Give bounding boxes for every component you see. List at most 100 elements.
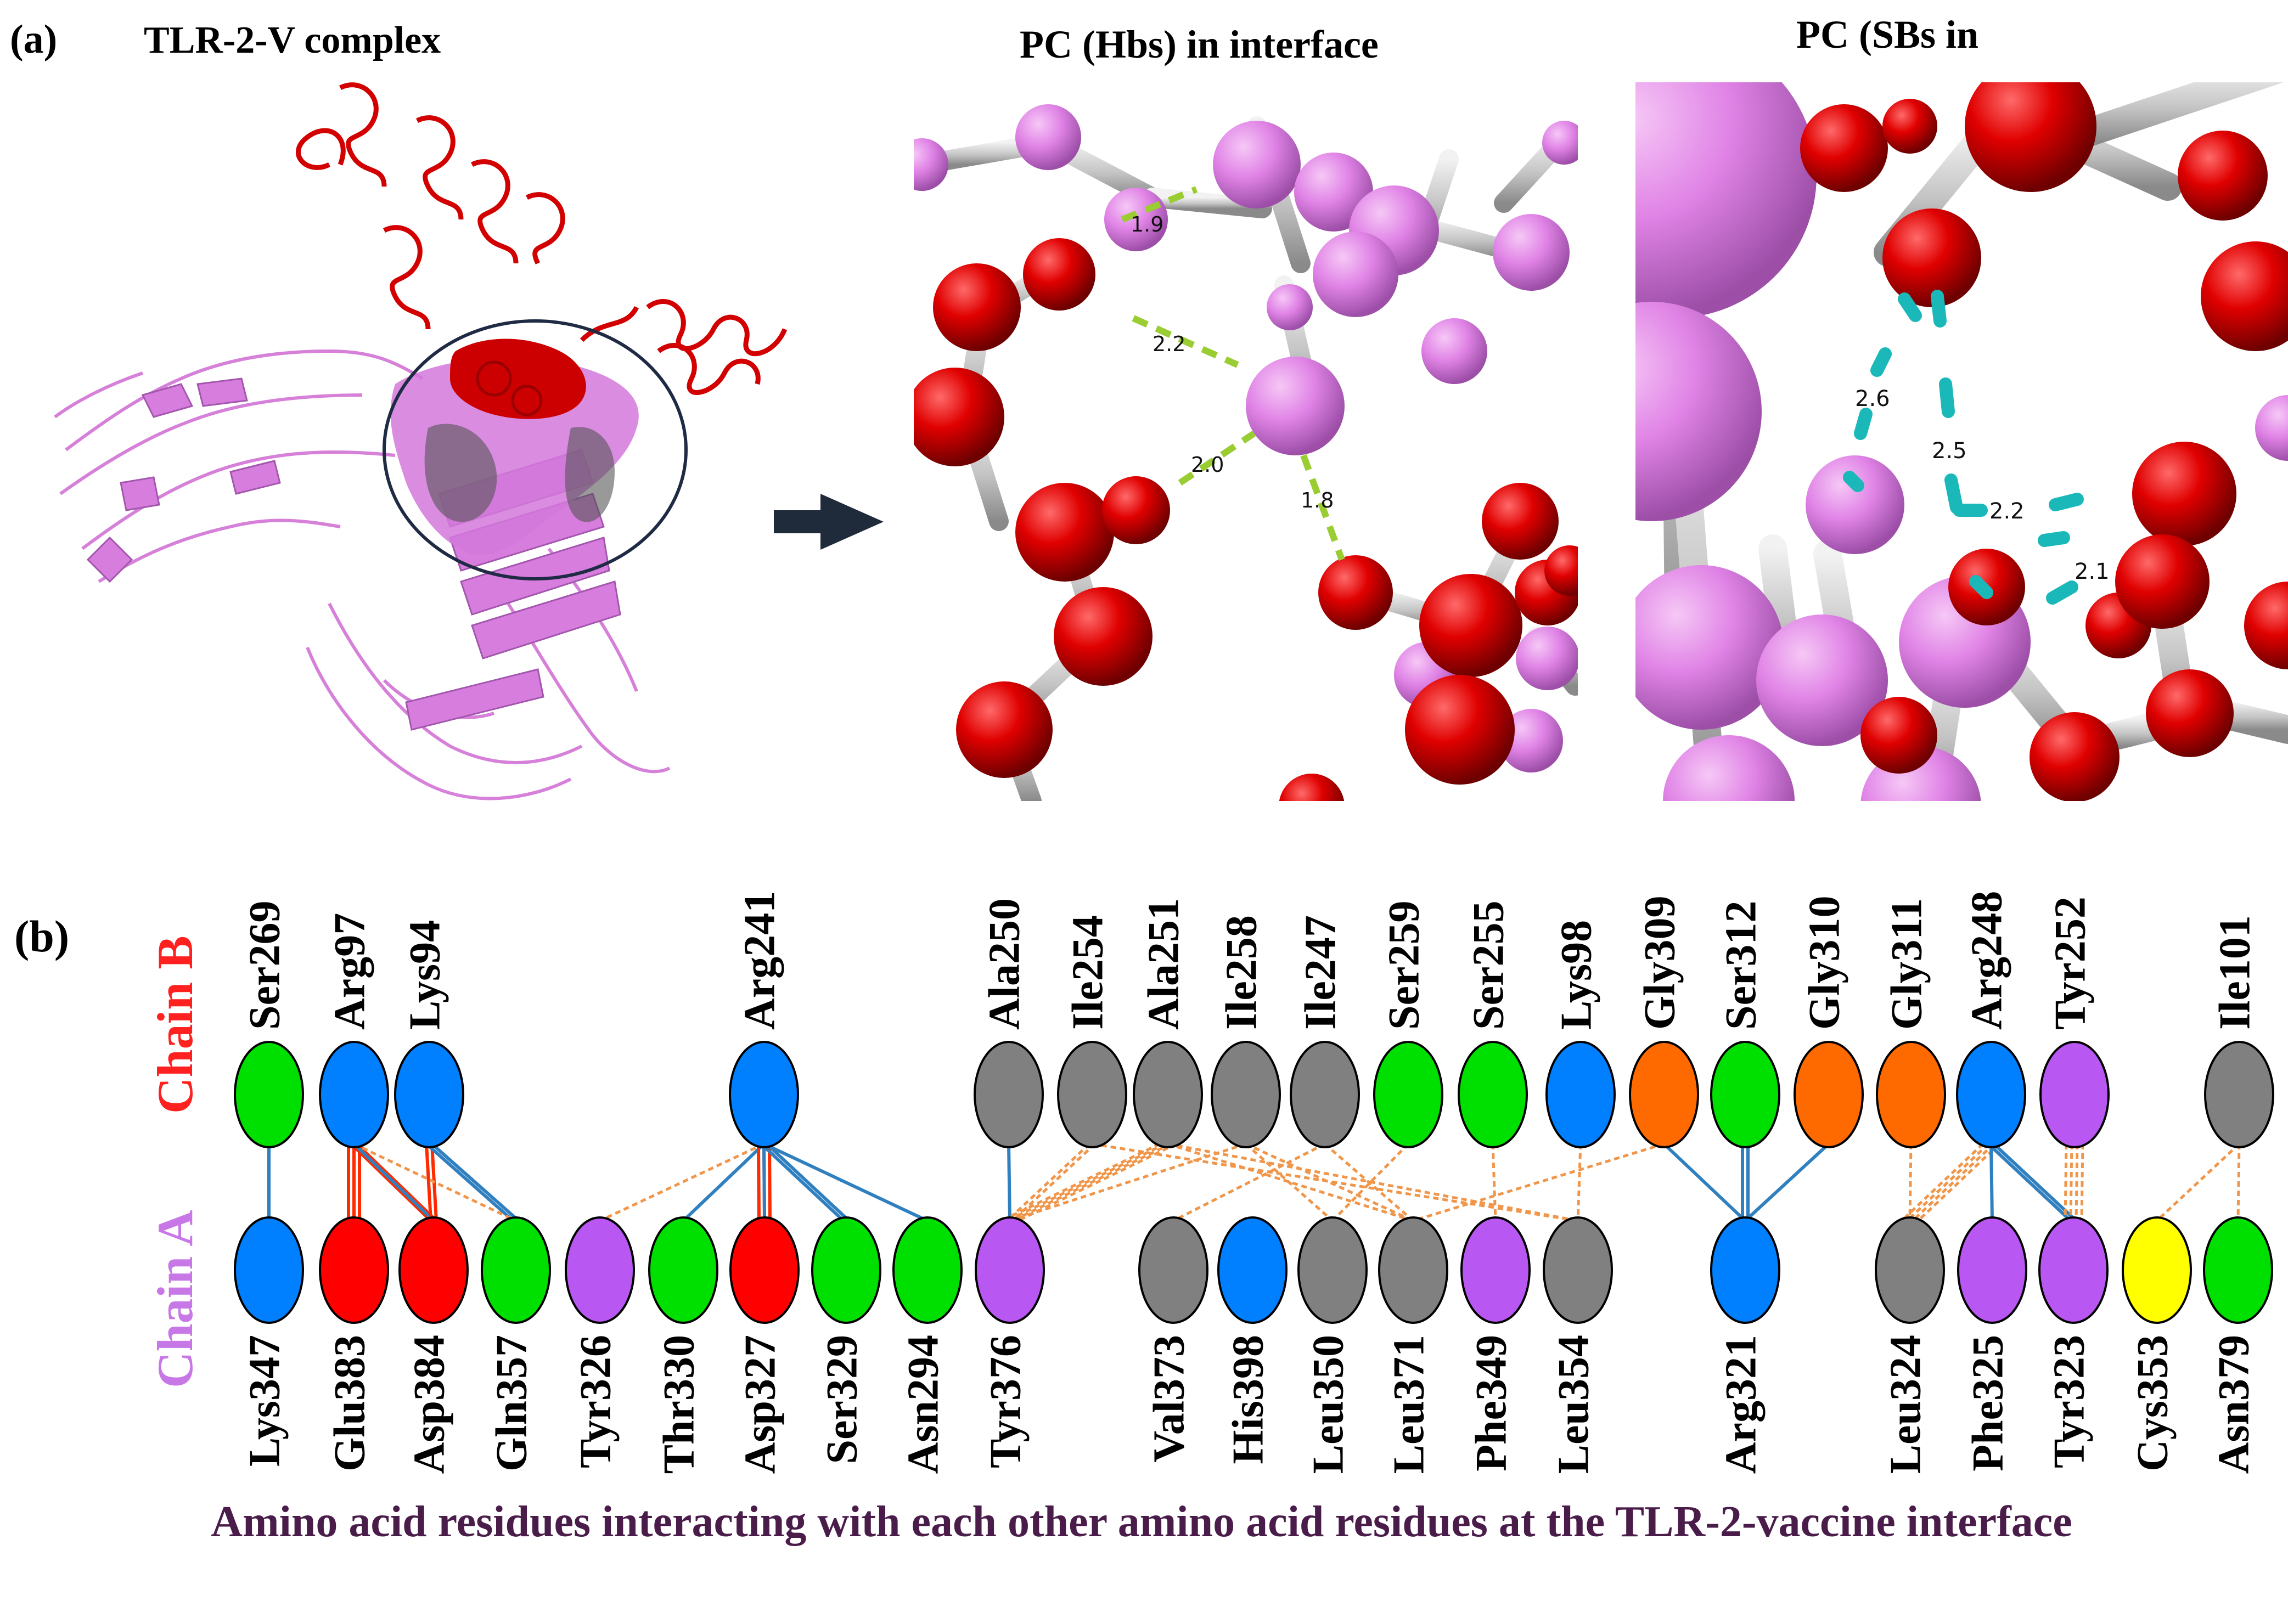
nonbonded-link (1009, 1142, 1246, 1222)
chain-a-label: Chain A (147, 1210, 203, 1388)
chain-a-residue-node (1875, 1216, 1945, 1324)
chain-b-residue-node (1710, 1041, 1780, 1148)
nonbonded-link (1906, 1143, 1989, 1222)
panel-a-label: (a) (10, 17, 58, 62)
hbond-link (1992, 1142, 2078, 1222)
saltbridge-link (355, 1142, 438, 1222)
chain-a-residue-label: Thr330 (655, 1335, 703, 1474)
chain-a-residue-label: Asp327 (736, 1335, 784, 1474)
figure-caption: Amino acid residues interacting with eac… (211, 1498, 2072, 1546)
residue-nodes (234, 1041, 2274, 1324)
chain-a-residue-node (565, 1216, 635, 1324)
nonbonded-link (1901, 1143, 1984, 1222)
nonbonded-link (1917, 1143, 2000, 1222)
chain-a-residue-label: Tyr323 (2045, 1335, 2093, 1468)
chain-a-residue-node (892, 1216, 963, 1324)
chain-b-residue-label: Ser255 (1464, 900, 1513, 1030)
hbond-link (682, 1142, 766, 1222)
chain-b-residue-node (394, 1041, 464, 1148)
panel-a-graphics: 1.9 2.2 2.0 1.8 (54, 82, 2288, 801)
hbond-link (431, 1142, 520, 1222)
complex-title: TLR-2-V complex (144, 19, 441, 61)
sbs-panel-title: PC (SBs in (1796, 13, 1979, 57)
chain-b-residue-label: Arg248 (1963, 891, 2011, 1030)
hbs-panel-title: PC (Hbs) in interface (1020, 22, 1379, 66)
chain-b-residue-node (1794, 1041, 1864, 1148)
panel-b-label: (b) (14, 911, 70, 961)
chain-b-residue-node (1458, 1041, 1528, 1148)
hbond-link (1007, 1143, 1011, 1221)
chain-b-residue-node (1956, 1041, 2026, 1148)
chain-a-residue-node (319, 1216, 389, 1324)
hbond-link (1987, 1142, 2072, 1222)
nonbonded-link (1413, 1142, 1665, 1222)
nonbonded-link (1912, 1143, 1995, 1222)
nonbonded-link (1000, 1142, 1161, 1222)
chain-b-residue-node (1290, 1041, 1360, 1148)
nonbonded-link (1324, 1143, 1414, 1222)
saltbridge-ball-stick-panel: 2.6 2.5 2.2 2.1 (1635, 82, 2288, 801)
chain-b-residue-node (974, 1041, 1044, 1148)
saltbridge-link (757, 1143, 761, 1221)
hbond-distance-label: 2.0 (1191, 453, 1224, 477)
chain-a-residue-label: Asp384 (405, 1335, 453, 1474)
nonbonded-link (1172, 1142, 1326, 1222)
saltbridge-distance-label: 2.6 (1855, 386, 1890, 411)
chain-a-residue-node (2203, 1216, 2273, 1324)
chain-a-residue-label: Asn379 (2210, 1335, 2258, 1474)
right-arrow-icon (774, 494, 884, 550)
chain-b-residue-node (1133, 1041, 1203, 1148)
nonbonded-link (353, 1142, 517, 1222)
chain-a-residue-node (1217, 1216, 1288, 1324)
nonbonded-link (1167, 1142, 1578, 1222)
nonbonded-link (2080, 1143, 2084, 1221)
chain-a-residue-label: Ser329 (818, 1335, 866, 1464)
chain-b-residue-label: Arg241 (735, 891, 784, 1030)
saltbridge-link (350, 1142, 432, 1222)
chain-b-residue-label: Ser259 (1380, 900, 1428, 1030)
nonbonded-link (2069, 1143, 2073, 1221)
chain-b-residue-label: Ile258 (1217, 915, 1266, 1030)
nonbonded-link (1011, 1142, 1172, 1222)
chain-a-residue-label: Leu354 (1549, 1335, 1598, 1474)
chain-b-residue-node (1211, 1041, 1281, 1148)
hbond-link (760, 1142, 845, 1222)
chain-b-residue-node (1629, 1041, 1699, 1148)
nonbonded-link (1006, 1142, 1166, 1222)
nonbonded-link (1006, 1143, 1090, 1222)
chain-a-residue-node (1957, 1216, 2027, 1324)
chain-a-residue-node (1710, 1216, 1780, 1324)
nonbonded-link (1011, 1143, 1096, 1222)
hbond-ball-stick-panel: 1.9 2.2 2.0 1.8 (914, 104, 1578, 801)
chain-a-residue-node (2038, 1216, 2109, 1324)
nonbonded-link (2236, 1143, 2241, 1221)
chain-a-residue-node (481, 1216, 551, 1324)
chain-b-residue-label: Lys98 (1552, 920, 1600, 1030)
chain-a-residue-label: Asn294 (899, 1335, 947, 1474)
nonbonded-link (1908, 1143, 1913, 1221)
chain-b-residue-node (234, 1041, 304, 1148)
chain-a-residue-node (2122, 1216, 2192, 1324)
chain-b-residue-label: Tyr252 (2046, 896, 2094, 1030)
nonbonded-link (1491, 1143, 1497, 1221)
nonbonded-link (1245, 1142, 1414, 1222)
chain-b-residue-node (2204, 1041, 2274, 1148)
chain-b-residue-node (1876, 1041, 1946, 1148)
chain-a-residue-node (811, 1216, 881, 1324)
chain-b-residue-label: Gly309 (1635, 896, 1684, 1030)
nonbonded-link (1576, 1143, 1582, 1221)
chain-a-residue-label: Phe349 (1467, 1335, 1515, 1471)
chain-a-residue-node (398, 1216, 469, 1324)
chain-b-residue-label: Ser312 (1717, 900, 1765, 1030)
chain-a-residue-label: Glu383 (325, 1335, 374, 1471)
chain-b-residue-node (319, 1041, 389, 1148)
chain-a-residue-node (1460, 1216, 1531, 1324)
chain-b-residue-node (1373, 1041, 1443, 1148)
chain-a-residue-node (1543, 1216, 1613, 1324)
chain-a-residue-label: His398 (1224, 1335, 1272, 1464)
hbond-link (763, 1142, 929, 1222)
nonbonded-link (1092, 1142, 1578, 1222)
hbond-distance-label: 2.2 (1153, 332, 1185, 356)
saltbridge-distance-label: 2.2 (1989, 499, 2025, 524)
